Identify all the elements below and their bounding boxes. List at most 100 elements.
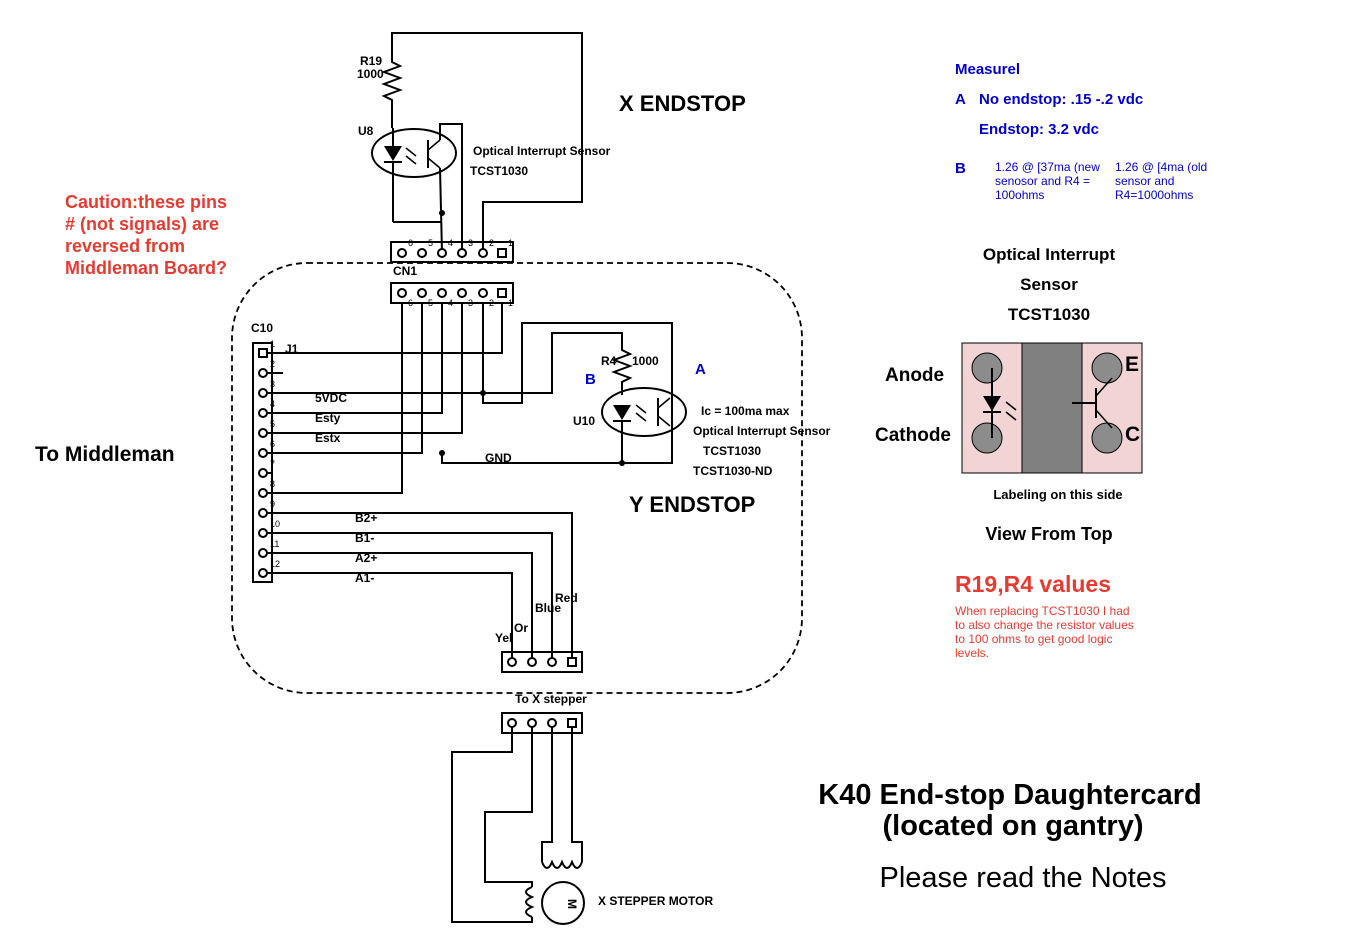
signal-5vdc: 5VDC (315, 391, 347, 405)
x-connector-pin-number: 4 (448, 238, 453, 248)
c10-wiring (263, 303, 573, 663)
resistor-note-title: R19,R4 values (955, 571, 1111, 597)
motor-cable-pin (567, 718, 577, 728)
motor-cable-pin (547, 718, 557, 728)
c10-pin (258, 448, 268, 458)
stepper-wiring (451, 723, 585, 925)
measure-a-no-endstop: No endstop: .15 -.2 vdc (979, 91, 1143, 108)
r4-resistor (611, 345, 633, 395)
collector-pad (1091, 422, 1123, 454)
main-title-line-1: K40 End-stop Daughtercard (818, 779, 1202, 811)
ic-max-label: Ic = 100ma max (701, 404, 790, 418)
c10-pin (258, 568, 268, 578)
main-title-line-2: (located on gantry) (882, 810, 1143, 842)
stepper-motor-symbol (541, 881, 585, 925)
c10-pin (258, 408, 268, 418)
signal-b1m: B1- (355, 531, 374, 545)
caution-line-2: # (not signals) are (65, 214, 219, 234)
motor-cable-pin (507, 718, 517, 728)
anode-label: Anode (885, 365, 944, 386)
signal-a2p: A2+ (355, 551, 377, 565)
x-connector-pin-number: 6 (408, 238, 413, 248)
anode-pad (971, 352, 1003, 384)
wire-color-yel: Yel (495, 631, 512, 645)
wire-color-blue: Blue (535, 601, 561, 615)
measure-b-old-1: 1.26 @ [4ma (old (1115, 160, 1207, 174)
c10-pin-number: 7 (270, 459, 275, 469)
cn1-pin-number: 6 (408, 298, 413, 308)
y-endstop-title: Y ENDSTOP (629, 492, 755, 517)
c10-pin (258, 488, 268, 498)
u8-label: U8 (358, 124, 374, 138)
c10-pin (258, 508, 268, 518)
c10-pin (258, 548, 268, 558)
cn1-pin-number: 2 (489, 298, 494, 308)
cn1-pin-number: 1 (508, 298, 513, 308)
c10-pin (258, 348, 268, 358)
sensor-top-view (961, 342, 1143, 474)
collector-label: C (1125, 423, 1140, 446)
point-b-label: B (585, 371, 596, 388)
cn1-pin-number: 3 (468, 298, 473, 308)
motor-connector-board (501, 651, 583, 673)
motor-connector-cable (501, 712, 583, 734)
y-sensor-part2: TCST1030-ND (693, 464, 773, 478)
x-connector-pin (417, 248, 427, 258)
measure-b-label: B (955, 160, 966, 177)
x-connector-pin (397, 248, 407, 258)
to-middleman-label: To Middleman (35, 443, 175, 466)
c10-pin (258, 528, 268, 538)
r19-resistor (381, 55, 403, 128)
motor-board-pin (507, 657, 517, 667)
emitter-label: E (1125, 353, 1139, 376)
cn1-label: CN1 (393, 264, 417, 278)
u8-sensor-body (371, 128, 457, 178)
c10-pin (258, 468, 268, 478)
x-endstop-title: X ENDSTOP (619, 91, 746, 116)
x-sensor-connector (390, 241, 514, 263)
c10-label: C10 (251, 321, 273, 335)
cn1-pin (417, 288, 427, 298)
x-connector-pin-number: 5 (428, 238, 433, 248)
cn1-pin-number: 4 (448, 298, 453, 308)
c10-pin-number: 11 (270, 539, 279, 549)
c10-pin-number: 8 (270, 479, 275, 489)
x-sensor-name: Optical Interrupt Sensor (473, 144, 611, 158)
c10-pin-number: 9 (270, 499, 275, 509)
cn1-pin-number: 5 (428, 298, 433, 308)
cathode-pad (971, 422, 1003, 454)
measure-a-endstop: Endstop: 3.2 vdc (979, 121, 1099, 138)
cathode-label: Cathode (875, 425, 951, 446)
signal-estx: Estx (315, 431, 341, 445)
r4-label: R4 (601, 354, 617, 368)
cn1-pin (397, 288, 407, 298)
c10-pin (258, 428, 268, 438)
signal-b2p: B2+ (355, 511, 377, 525)
x-connector-pin-number: 3 (468, 238, 473, 248)
motor-symbol-text: M (565, 899, 579, 909)
wire-color-red: Red (555, 591, 578, 605)
caution-line-3: reversed from (65, 236, 185, 256)
board-outline (231, 262, 803, 694)
resistor-note-line-3: to 100 ohms to get good logic (955, 632, 1112, 646)
c10-pin-number: 5 (270, 419, 275, 429)
notes-label: Please read the Notes (880, 862, 1167, 894)
cn1-pin (457, 288, 467, 298)
cn1-connector (390, 282, 514, 304)
x-connector-pin (478, 248, 488, 258)
motor-board-pin (527, 657, 537, 667)
resistor-note-line-4: levels. (955, 646, 989, 660)
wire-color-or: Or (514, 621, 528, 635)
measure-title: Measurel (955, 61, 1020, 78)
point-a-label: A (695, 361, 706, 378)
c10-pin (258, 388, 268, 398)
view-from-top-label: View From Top (985, 524, 1112, 544)
y-sensor-name: Optical Interrupt Sensor (693, 424, 831, 438)
measure-b-new-1: 1.26 @ [37ma (new (995, 160, 1100, 174)
c10-pin-number: 10 (270, 519, 280, 529)
resistor-note-line-2: to also change the resistor values (955, 618, 1134, 632)
y-endstop-circuit (439, 322, 687, 466)
signal-esty: Esty (315, 411, 341, 425)
